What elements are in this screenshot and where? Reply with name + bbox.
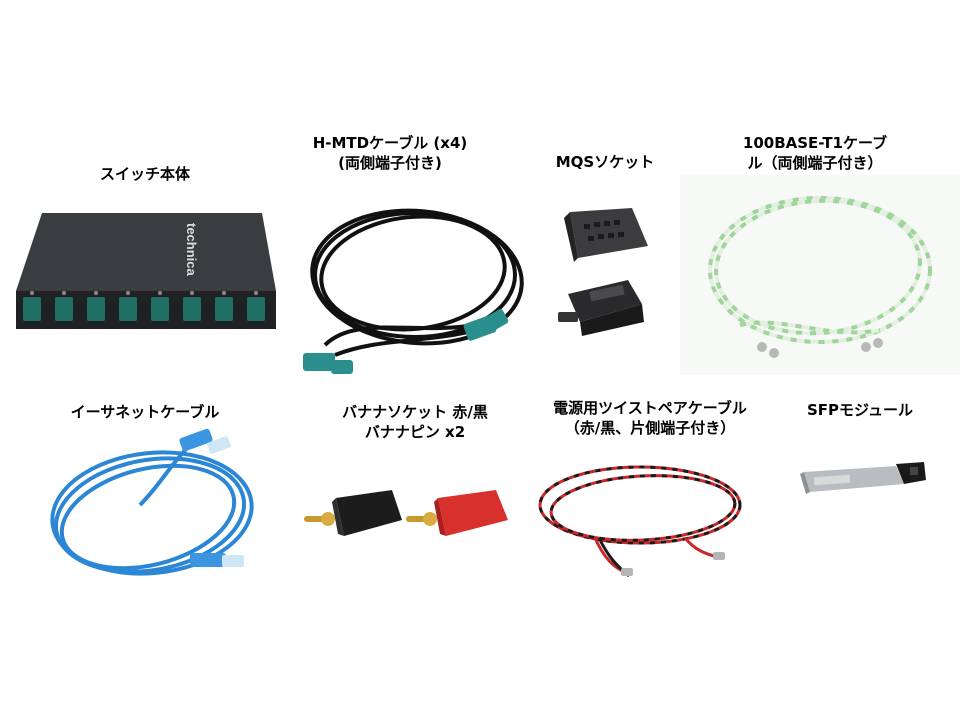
banana-plug-black: [304, 490, 402, 536]
port-led: [254, 291, 258, 295]
port-led: [62, 291, 66, 295]
switch-image: technica: [10, 205, 280, 335]
power-label-line1: 電源用ツイストペアケーブル: [553, 399, 747, 417]
hmtd-label: H-MTDケーブル (x4) (両側端子付き): [300, 133, 480, 173]
t1-cable-image: [680, 175, 960, 375]
hmtd-connector: [303, 353, 335, 371]
switch-port: [23, 297, 41, 321]
switch-port: [87, 297, 105, 321]
port-led: [158, 291, 162, 295]
rj45-connector: [179, 428, 213, 452]
port-led: [222, 291, 226, 295]
mqs-socket-bottom: [558, 280, 644, 336]
rj45-connector: [190, 553, 226, 567]
t1-label-line2: ル（両側端子付き）: [747, 154, 883, 172]
ethernet-cable-image: [40, 425, 260, 585]
port-led: [94, 291, 98, 295]
hmtd-connectors: [303, 309, 509, 374]
rj45-connectors: [179, 428, 244, 567]
t1-label: 100BASE-T1ケーブ ル（両側端子付き）: [720, 133, 910, 173]
technica-logo: technica: [184, 223, 199, 277]
mqs-label: MQSソケット: [555, 153, 655, 171]
banana-label: バナナソケット 赤/黒 バナナピン x2: [320, 402, 510, 442]
port-led: [190, 291, 194, 295]
banana-plug-red: [406, 490, 508, 536]
t1-terminals: [757, 338, 883, 358]
switch-port: [119, 297, 137, 321]
switch-port: [247, 297, 265, 321]
rj45-connector: [207, 436, 231, 454]
power-cable-loops: [538, 465, 742, 578]
mqs-socket-image: [550, 200, 660, 340]
hmtd-label-line2: (両側端子付き): [338, 154, 442, 172]
power-cable-image: [525, 450, 755, 590]
power-label: 電源用ツイストペアケーブル （赤/黒、片側端子付き）: [535, 398, 765, 438]
switch-port: [215, 297, 233, 321]
sfp-module-image: [800, 458, 930, 498]
banana-label-line1: バナナソケット 赤/黒: [342, 403, 488, 421]
banana-image: [300, 480, 520, 550]
ethernet-label: イーサネットケーブル: [70, 403, 220, 421]
switch-ports: [23, 291, 265, 321]
rj45-connector: [222, 555, 244, 567]
hmtd-label-line1: H-MTDケーブル (x4): [312, 134, 468, 152]
power-terminals: [621, 552, 725, 576]
switch-port: [55, 297, 73, 321]
t1-label-line1: 100BASE-T1ケーブ: [742, 134, 888, 152]
power-label-line2: （赤/黒、片側端子付き）: [564, 419, 736, 437]
hmtd-connector: [481, 309, 509, 333]
sfp-housing: [804, 466, 904, 492]
switch-top: [16, 213, 276, 291]
switch-front: [16, 291, 276, 329]
switch-port: [183, 297, 201, 321]
switch-port: [151, 297, 169, 321]
sfp-label: SFPモジュール: [807, 401, 913, 419]
banana-label-line2: バナナピン x2: [364, 423, 466, 441]
switch-label: スイッチ本体: [99, 165, 190, 183]
port-led: [30, 291, 34, 295]
port-led: [126, 291, 130, 295]
hmtd-cable-image: [295, 195, 525, 385]
t1-cable-loops: [708, 196, 932, 344]
mqs-socket-top: [564, 208, 648, 262]
svg-text:technica: technica: [184, 223, 199, 277]
hmtd-cable-coils: [310, 208, 524, 357]
hmtd-connector: [331, 360, 353, 374]
